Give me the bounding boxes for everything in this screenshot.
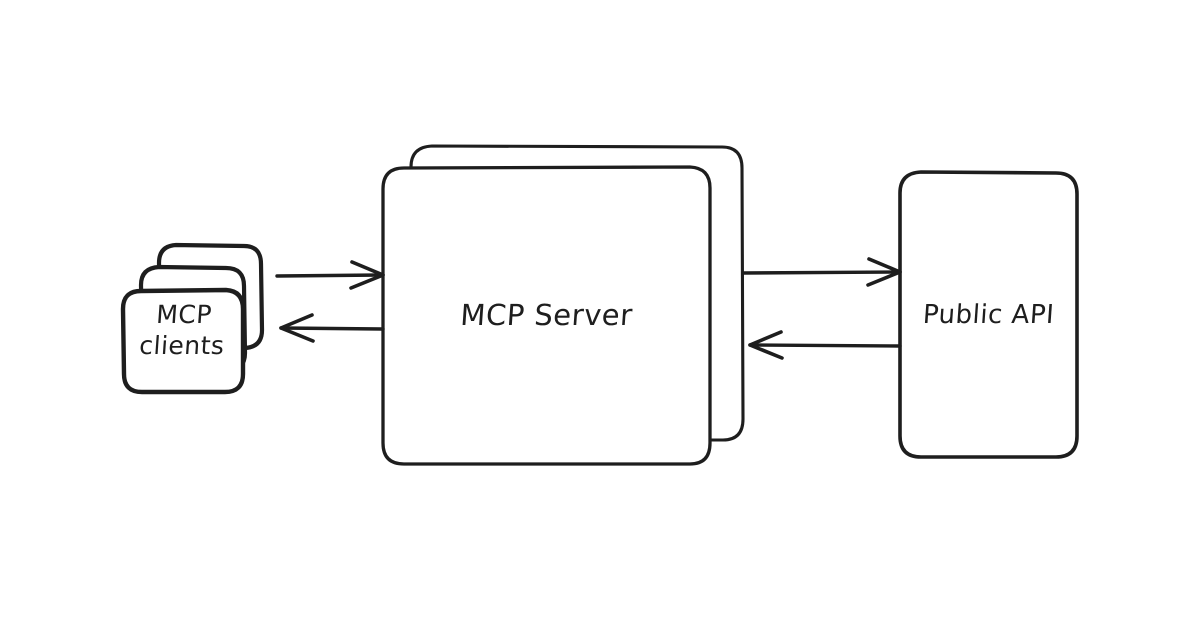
connector-clients-to-server-line xyxy=(275,273,385,278)
connector-clients-to-server-arrowhead xyxy=(349,260,385,290)
connector-server-to-api-line xyxy=(742,270,902,275)
connector-server-to-clients-line xyxy=(279,326,385,331)
connector-clients-to-server[interactable] xyxy=(275,260,385,290)
connector-api-to-server[interactable] xyxy=(748,330,902,360)
node-public-api[interactable] xyxy=(898,170,1079,459)
connector-api-to-server-arrowhead xyxy=(748,330,784,360)
public-api-label: Public API xyxy=(921,300,1056,330)
node-mcp-server[interactable] xyxy=(381,144,745,466)
mcp-server-label: MCP Server xyxy=(459,298,634,332)
connector-server-to-api[interactable] xyxy=(742,257,902,287)
mcp-clients-label: MCP clients xyxy=(138,300,226,360)
node-mcp-clients[interactable] xyxy=(120,242,265,395)
mcp-clients-stack-card-front xyxy=(120,287,246,395)
connector-server-to-api-arrowhead xyxy=(866,257,902,287)
connector-server-to-clients[interactable] xyxy=(279,313,385,343)
public-api-card xyxy=(898,170,1079,459)
connector-server-to-clients-arrowhead xyxy=(279,313,315,343)
connector-api-to-server-line xyxy=(748,343,902,348)
mcp-server-stack-card-front xyxy=(381,165,712,466)
